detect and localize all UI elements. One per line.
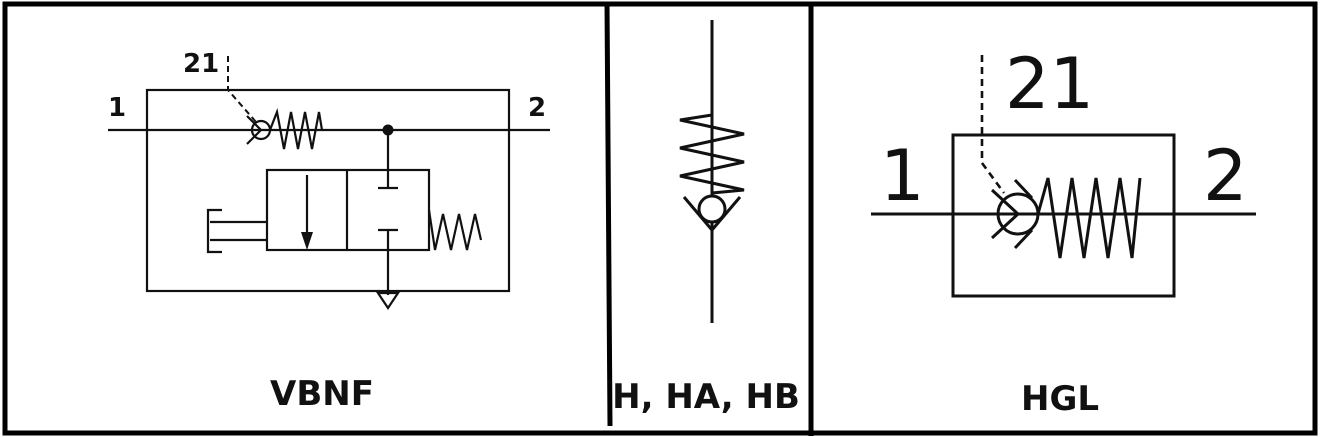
vbnf-check-spring <box>268 108 324 150</box>
divider-left <box>604 1 613 427</box>
vbnf-exhaust-icon <box>375 291 401 310</box>
h-spring-icon <box>679 113 745 195</box>
vbnf-port-1-label: 1 <box>108 93 126 123</box>
hgl-port-1-label: 1 <box>880 135 925 217</box>
panel-hgl: 1 2 21 HGL <box>871 43 1256 419</box>
vbnf-housing <box>145 88 511 293</box>
hgl-port-21-label: 21 <box>1005 43 1094 125</box>
vbnf-caption: VBNF <box>270 374 374 414</box>
vbnf-return-spring-icon <box>427 209 483 251</box>
vbnf-port-21-label: 21 <box>183 49 219 79</box>
h-caption: H, HA, HB <box>612 377 800 417</box>
vbnf-port-2-label: 2 <box>528 93 546 123</box>
hgl-check-seat <box>990 188 1021 240</box>
hgl-seat-tick-top <box>1013 178 1034 200</box>
vbnf-flow-arrow-head <box>301 232 313 250</box>
hgl-pilot-line <box>980 55 1006 194</box>
hgl-port-2-label: 2 <box>1203 135 1248 217</box>
h-check-ball <box>697 194 727 224</box>
h-symbol <box>679 20 745 323</box>
vbnf-manual-actuator-icon <box>206 208 222 254</box>
vbnf-pilot-line <box>227 56 257 123</box>
vbnf-check-seat <box>246 115 263 145</box>
panel-h-ha-hb: H, HA, HB <box>612 20 800 417</box>
hgl-caption: HGL <box>1021 379 1099 419</box>
panel-vbnf: 1 2 21 VBNF <box>108 49 550 414</box>
hgl-symbol <box>871 55 1256 298</box>
hgl-spring-icon <box>1036 177 1142 259</box>
h-check-seat <box>682 196 742 233</box>
hgl-seat-tick-bottom <box>1013 228 1034 250</box>
vbnf-symbol <box>108 56 550 310</box>
